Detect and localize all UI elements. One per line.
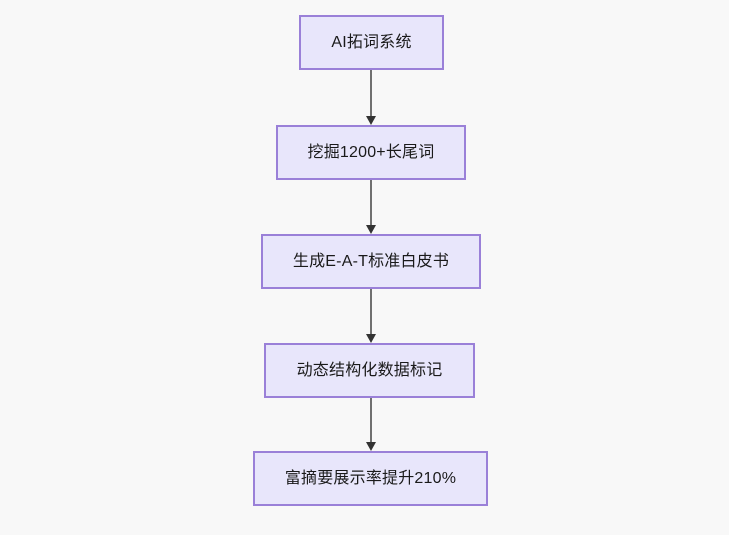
- arrow-head-icon: [366, 442, 376, 451]
- node-mine-longtail-keywords[interactable]: 挖掘1200+长尾词: [276, 125, 466, 180]
- arrow-line-icon: [370, 288, 372, 334]
- node-label: 生成E-A-T标准白皮书: [292, 252, 450, 270]
- node-rich-snippet-uplift[interactable]: 富摘要展示率提升210%: [253, 451, 488, 506]
- arrow-line-icon: [370, 70, 372, 116]
- node-ai-keyword-system[interactable]: AI拓词系统: [299, 15, 444, 70]
- arrow-line-icon: [370, 180, 372, 225]
- arrow-line-icon: [370, 397, 372, 442]
- node-label: AI拓词系统: [331, 33, 412, 51]
- node-generate-eat-whitepaper[interactable]: 生成E-A-T标准白皮书: [261, 234, 481, 289]
- arrow-head-icon: [366, 116, 376, 125]
- node-label: 动态结构化数据标记: [296, 361, 443, 379]
- arrow-head-icon: [366, 225, 376, 234]
- node-dynamic-structured-data[interactable]: 动态结构化数据标记: [264, 343, 475, 398]
- node-label: 富摘要展示率提升210%: [284, 469, 457, 487]
- node-label: 挖掘1200+长尾词: [307, 143, 435, 161]
- arrow-head-icon: [366, 334, 376, 343]
